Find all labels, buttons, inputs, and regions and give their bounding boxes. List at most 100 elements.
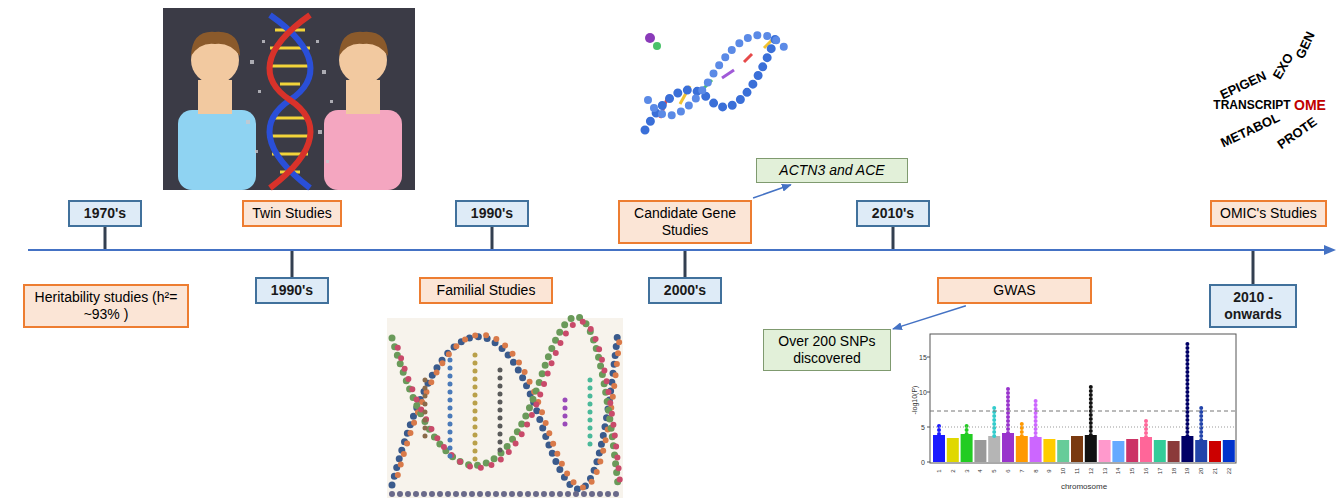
manhattan-plot-part-part xyxy=(961,434,973,462)
twin-illustration-part xyxy=(198,80,232,114)
finding-box: ACTN3 and ACE xyxy=(756,158,908,183)
axis-tick-label: 15 xyxy=(919,354,927,361)
year-box: 1990's xyxy=(455,200,529,227)
crowd-dna-picture-part-part xyxy=(423,380,428,440)
year-box: 2000's xyxy=(648,277,722,304)
word-cloud-text: OME xyxy=(1294,98,1326,112)
timeline-part xyxy=(104,227,107,249)
manhattan-plot-part-part xyxy=(927,357,930,358)
axis-tick-label: 0 xyxy=(921,459,925,466)
crowd-dna-picture-part xyxy=(387,318,623,498)
omics-word-cloud-part xyxy=(1208,14,1332,156)
dna-helix-picture-part-part xyxy=(722,70,734,78)
word-cloud-text: METABOL xyxy=(1219,111,1282,150)
twin-illustration-part xyxy=(191,32,240,56)
manhattan-plot xyxy=(927,334,1236,463)
timeline-part xyxy=(684,251,687,277)
manhattan-plot-part-part xyxy=(992,405,996,436)
twin-illustration-part-part xyxy=(322,70,326,74)
manhattan-plot-part-part xyxy=(927,392,930,393)
finding-box: Over 200 SNPs discovered xyxy=(763,329,891,371)
word-cloud-text: TRANSCRIPT xyxy=(1213,99,1290,111)
box-text: Twin Studies xyxy=(252,205,331,221)
axis-tick-label: 10 xyxy=(919,389,927,396)
chromosome-number: 7 xyxy=(1019,469,1025,472)
arrow-connector xyxy=(753,185,791,198)
year-box: 1970's xyxy=(68,200,142,227)
timeline-part xyxy=(291,251,294,277)
crowd-dna-picture-part xyxy=(396,321,620,482)
box-text: GWAS xyxy=(993,282,1035,298)
manhattan-plot-part-part xyxy=(1030,437,1042,462)
crowd-dna-picture-part xyxy=(392,491,620,497)
crowd-dna-picture-part-part xyxy=(563,400,568,430)
box-text: Candidate Gene Studies xyxy=(634,205,736,238)
chromosome-number: 2 xyxy=(950,469,956,472)
timeline-part xyxy=(28,249,1326,251)
box-text: 1970's xyxy=(84,205,126,221)
chromosome-number: 22 xyxy=(1226,468,1232,475)
dna-helix-picture-part-part xyxy=(744,54,752,62)
twin-illustration-part-part xyxy=(275,117,305,120)
manhattan-plot-part xyxy=(930,334,1236,463)
manhattan-plot-part-part xyxy=(1168,441,1180,462)
twin-illustration-part-part xyxy=(316,40,319,43)
twin-illustration-part xyxy=(324,110,402,190)
timeline-part xyxy=(892,227,895,249)
study-box: Familial Studies xyxy=(419,277,553,304)
twin-illustration-part-part xyxy=(272,65,308,68)
chromosome-number: 17 xyxy=(1157,468,1163,475)
manhattan-plot-part-part xyxy=(1181,436,1193,462)
twin-illustration-part-part xyxy=(330,100,333,103)
twin-illustration-part-part xyxy=(280,83,300,86)
crowd-dna-picture-part xyxy=(425,355,590,465)
twin-illustration-part-part xyxy=(326,160,329,163)
year-box: 2010's xyxy=(856,200,930,227)
year-box: 1990's xyxy=(255,277,329,304)
box-text: Familial Studies xyxy=(437,282,536,298)
twin-illustration-part-part xyxy=(246,120,250,124)
manhattan-plot-part-part xyxy=(1126,439,1138,462)
chromosome-number: 9 xyxy=(1046,469,1052,472)
manhattan-plot-part-part xyxy=(1002,433,1014,462)
year-box: 2010 - onwards xyxy=(1209,284,1297,328)
manhattan-plot-part-part xyxy=(1209,441,1221,462)
twin-illustration-part xyxy=(178,110,256,190)
omics-word-cloud xyxy=(1208,14,1332,156)
twin-illustration-part-part xyxy=(270,135,310,138)
axis-title: chromosome xyxy=(1061,483,1107,491)
manhattan-plot-part-part xyxy=(933,435,945,462)
crowd-dna-picture-part-part xyxy=(473,355,478,465)
box-text: 2000's xyxy=(664,282,706,298)
word-cloud-text: EXO xyxy=(1271,51,1296,81)
chromosome-number: 10 xyxy=(1060,468,1066,475)
manhattan-plot-part-part xyxy=(1140,437,1152,462)
manhattan-plot-part-part xyxy=(974,440,986,462)
chromosome-number: 5 xyxy=(991,469,997,472)
manhattan-plot-part-part xyxy=(1185,340,1189,436)
manhattan-plot-part-part xyxy=(965,425,969,434)
chromosome-number: 12 xyxy=(1088,468,1094,475)
manhattan-plot-part-part xyxy=(937,422,941,434)
manhattan-plot-part-part xyxy=(1085,435,1097,462)
chromosome-number: 18 xyxy=(1171,468,1177,475)
axis-tick-label: 5 xyxy=(921,424,925,431)
manhattan-plot-part-part xyxy=(1195,440,1207,462)
study-box: Candidate Gene Studies xyxy=(618,200,752,244)
study-box: OMIC's Studies xyxy=(1210,200,1327,227)
twin-illustration xyxy=(163,8,415,190)
twin-illustration-part-part xyxy=(318,130,322,134)
manhattan-plot-part-part xyxy=(947,438,959,462)
timeline-part xyxy=(491,227,494,249)
chromosome-number: 14 xyxy=(1115,468,1121,475)
dna-helix-picture-part xyxy=(653,42,661,50)
chromosome-number: 13 xyxy=(1102,468,1108,475)
chromosome-number: 1 xyxy=(936,469,942,472)
manhattan-plot-part xyxy=(927,357,930,462)
manhattan-plot-part-part xyxy=(1112,441,1124,462)
manhattan-plot-part-part xyxy=(1034,400,1038,437)
manhattan-plot-part-part xyxy=(1006,385,1010,433)
word-cloud-text: EPIGEN xyxy=(1218,69,1268,102)
